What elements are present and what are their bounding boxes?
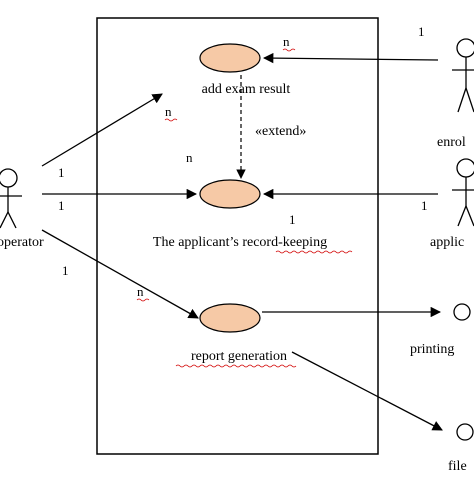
- operator-label: operator: [0, 235, 44, 250]
- printing-label: printing: [410, 342, 454, 357]
- applicant-label: applic: [430, 235, 464, 250]
- label-record-keeping: The applicant’s record-keeping: [153, 235, 327, 250]
- file-label: file: [448, 459, 467, 474]
- file-node-icon: [456, 423, 474, 441]
- printing-node-icon: [453, 303, 471, 321]
- enrollee-actor-icon: [452, 38, 474, 113]
- spell-underline-n1: [282, 48, 296, 52]
- system-boundary: [96, 17, 379, 455]
- mult-operator-report-case-end: n: [137, 284, 144, 299]
- use-case-add-exam-result: [199, 43, 261, 73]
- spell-underline-report: [175, 364, 297, 368]
- applicant-actor-icon: [452, 158, 474, 227]
- association-report-file: [291, 351, 443, 431]
- mult-applicant-end: 1: [421, 198, 428, 213]
- spell-underline-record: [275, 250, 353, 254]
- spell-underline-n3: [136, 298, 150, 302]
- label-report-generation: report generation: [191, 349, 287, 364]
- use-case-record-keeping: [199, 179, 261, 209]
- use-case-report-generation: [199, 303, 261, 333]
- mult-extend-n: n: [186, 150, 193, 165]
- mult-enrollee-case-end: n: [283, 34, 290, 49]
- label-add-exam-result: add exam result: [202, 82, 291, 97]
- mult-operator-add-operator-end: 1: [58, 165, 65, 180]
- mult-enrollee-end: 1: [418, 24, 425, 39]
- mult-operator-add-case-end: n: [165, 104, 172, 119]
- association-operator-report: [41, 229, 199, 319]
- extend-stereotype: «extend»: [255, 124, 306, 139]
- mult-operator-record-operator-end: 1: [58, 198, 65, 213]
- operator-actor-icon: [0, 168, 22, 229]
- enrollee-label: enrol: [437, 135, 466, 150]
- mult-applicant-case-end: 1: [289, 212, 296, 227]
- association-operator-add-exam: [41, 93, 163, 167]
- association-enrollee-add-exam: [262, 52, 439, 64]
- spell-underline-n2: [164, 118, 178, 122]
- mult-operator-report-operator-end: 1: [62, 263, 69, 278]
